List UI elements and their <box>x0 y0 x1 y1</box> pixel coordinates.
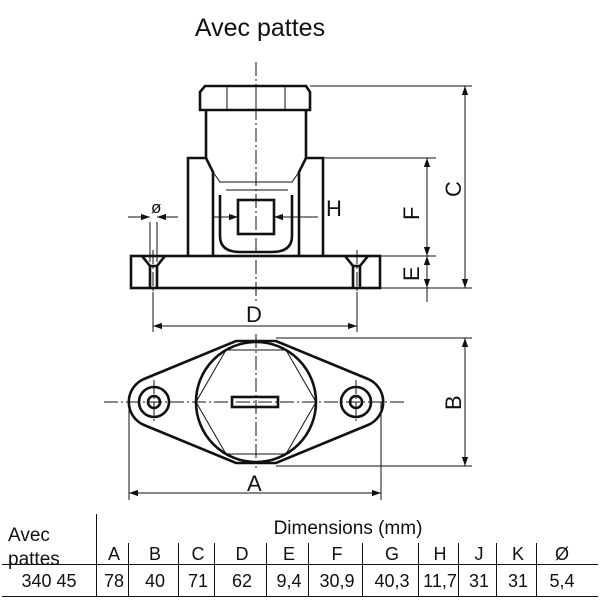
label-a: A <box>247 471 262 496</box>
label-c: C <box>441 181 466 197</box>
row-label-line2: pattes <box>8 549 60 570</box>
column-divider <box>214 543 215 596</box>
column-header: J <box>474 544 484 564</box>
column-divider <box>418 543 419 596</box>
table-cell: 31 <box>507 571 529 591</box>
column-header: C <box>191 544 205 564</box>
dimension-h: H <box>212 196 342 221</box>
countersunk-hole-left <box>140 255 167 288</box>
dimension-f: F <box>323 157 436 257</box>
technical-drawing: ø H F C E D <box>104 62 472 500</box>
table-cell: 40,3 <box>374 571 410 591</box>
dimension-d: D <box>152 292 358 332</box>
table-cell: 71 <box>187 571 209 591</box>
table-bottom-rule <box>2 596 598 597</box>
dimension-c: C <box>310 85 472 289</box>
table-cell: 11,7 <box>423 571 457 591</box>
label-h: H <box>326 196 342 221</box>
housing-body <box>186 156 215 256</box>
column-header: B <box>148 544 161 564</box>
countersunk-hole-right <box>343 255 370 288</box>
table-cell: 5,4 <box>549 571 575 591</box>
dimension-diameter: ø <box>128 198 178 262</box>
column-divider <box>536 543 537 596</box>
label-d: D <box>246 302 262 327</box>
column-header: A <box>107 544 120 564</box>
column-header: K <box>511 544 524 564</box>
table-header-rule <box>2 564 598 565</box>
column-header: H <box>433 544 447 564</box>
table-cell: 31 <box>468 571 490 591</box>
column-header: G <box>384 544 399 564</box>
table-caption: Dimensions (mm) <box>273 518 423 539</box>
column-header: D <box>235 544 249 564</box>
table-cell: 30,9 <box>319 571 355 591</box>
column-header: F <box>331 544 343 564</box>
inner-slot <box>218 195 294 254</box>
flange-outline <box>127 339 385 465</box>
hex-nut <box>198 84 312 112</box>
hex-outline <box>195 349 317 455</box>
label-f: F <box>399 207 424 220</box>
table-cell: 9,4 <box>276 571 302 591</box>
top-view <box>104 334 406 468</box>
column-divider <box>496 543 497 596</box>
column-divider <box>308 543 309 596</box>
side-view <box>129 62 382 302</box>
dimensions-table: Avec pattes Dimensions (mm) 340 45 A 78 B 4… <box>2 512 598 598</box>
table-cell: 40 <box>144 571 166 591</box>
column-divider <box>96 543 97 596</box>
column-divider <box>458 543 459 596</box>
column-header: Ø <box>554 544 569 564</box>
row-label-line1: Avec <box>8 525 50 546</box>
slot <box>230 395 280 409</box>
dimension-e: E <box>399 256 431 302</box>
column-divider <box>266 543 267 596</box>
column-divider <box>362 543 363 596</box>
column-divider <box>178 543 179 596</box>
dimension-b: B <box>276 337 472 467</box>
column-divider <box>128 543 129 596</box>
table-cell: 78 <box>103 571 125 591</box>
column-header: E <box>282 544 295 564</box>
label-diameter: ø <box>151 198 161 217</box>
page-title: Avec pattes <box>194 14 326 42</box>
dimension-a: A <box>128 402 382 500</box>
table-row-name: 340 45 <box>21 571 77 591</box>
label-e: E <box>399 266 424 281</box>
base-plate <box>129 254 382 290</box>
label-b: B <box>441 395 466 410</box>
table-cell: 62 <box>231 571 253 591</box>
